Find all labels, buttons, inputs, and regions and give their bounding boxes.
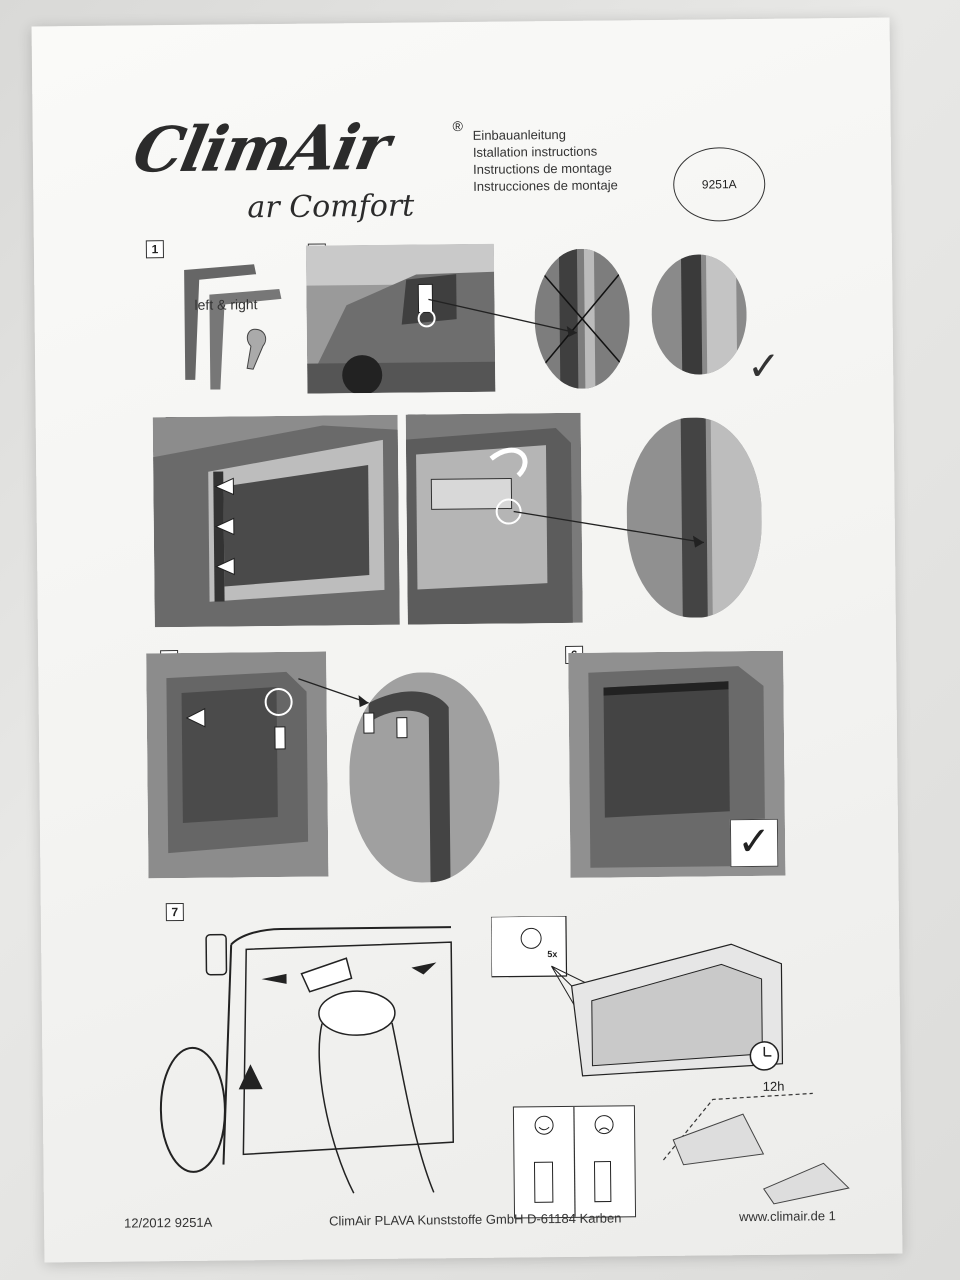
step-2-arrow	[428, 298, 577, 337]
registered-mark: ®	[452, 118, 464, 135]
do-dont-box	[512, 1105, 637, 1219]
tool-icon	[246, 328, 267, 370]
step-2-photo	[305, 243, 496, 394]
step-6-checkmark-icon: ✓	[729, 818, 779, 868]
step-7-result-sketches	[662, 1092, 850, 1205]
step-4-arrow	[513, 510, 705, 548]
part-number-oval: 9251A	[672, 146, 766, 222]
title-de: Einbauanleitung	[472, 126, 567, 143]
step-2-checkmark-icon: ✓	[746, 344, 781, 390]
instruction-sheet: ClimAir ® ar Comfort Einbauanleitung Ist…	[31, 17, 903, 1263]
step-7-cleaning-diagram	[490, 914, 793, 1082]
title-es: Instrucciones de montaje	[473, 177, 618, 194]
step-2-zoom-wrong	[533, 248, 631, 390]
footer-website: www.climair.de 1	[738, 1208, 836, 1225]
step-5-photo	[146, 651, 329, 879]
step-5-arrow	[298, 678, 369, 708]
logo-wordmark: ClimAir	[127, 110, 395, 187]
logo-tagline: ar Comfort	[247, 188, 415, 226]
clock-icon	[749, 1041, 780, 1071]
left-right-label: left & right	[194, 296, 258, 313]
instruction-titles: Einbauanleitung Istallation instructions…	[473, 125, 618, 195]
step-2-zoom-correct	[650, 254, 748, 376]
title-en: Istallation instructions	[472, 143, 598, 160]
step-7-press-illustration	[159, 926, 455, 1194]
step-1-number: 1	[145, 240, 164, 259]
cleaner-count: 5x	[547, 949, 558, 960]
step-1-deflectors	[164, 249, 305, 390]
step-4-photo	[405, 412, 583, 625]
footer-company: ClimAir PLAVA Kunststoffe GmbH D-61184 K…	[328, 1210, 622, 1229]
step-5-zoom	[348, 671, 501, 884]
step-3-photo	[152, 414, 400, 628]
title-fr: Instructions de montage	[472, 160, 612, 177]
climair-logo: ClimAir ® ar Comfort	[127, 110, 475, 244]
step-4-zoom	[625, 416, 763, 619]
part-number: 9251A	[701, 177, 737, 192]
footer-date-code: 12/2012 9251A	[124, 1214, 213, 1231]
